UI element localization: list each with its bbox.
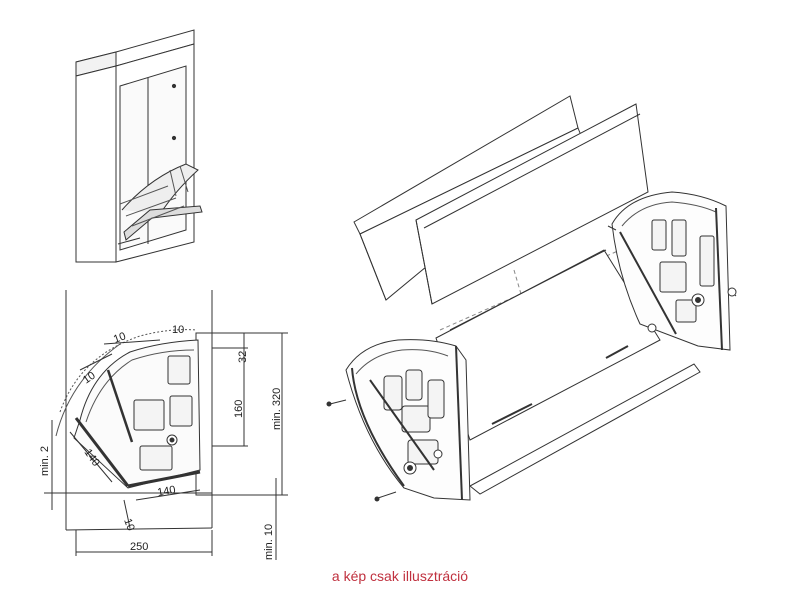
illustration-disclaimer-caption: a kép csak illusztráció (331, 568, 469, 584)
dim-10-top-left: 10 (112, 330, 128, 345)
dim-min-320: min. 320 (271, 388, 283, 430)
dim-250: 250 (130, 541, 148, 553)
dim-10-top-right: 10 (172, 324, 184, 336)
dim-min-10: min. 10 (263, 524, 275, 560)
exploded-assembly-drawing (326, 95, 737, 502)
dim-min-2: min. 2 (39, 446, 51, 476)
dim-160: 160 (233, 400, 245, 418)
cabinet-drawing (75, 29, 203, 263)
dim-140-bottom: 140 (156, 484, 176, 499)
side-section-drawing (44, 290, 288, 560)
dim-10-left: 10 (81, 370, 98, 387)
dim-32: 32 (237, 351, 249, 363)
dim-10-bottom: 10 (121, 517, 136, 533)
